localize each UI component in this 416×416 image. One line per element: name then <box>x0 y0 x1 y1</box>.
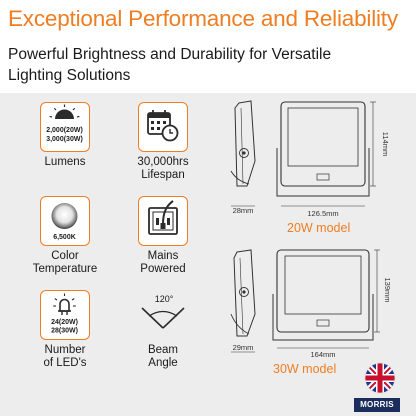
drawing-20w: 28mm 114mm 126.5mm <box>230 100 390 218</box>
dim-30w-width: 164mm <box>310 350 335 359</box>
lifespan-label-1: 30,000hrs <box>137 156 189 168</box>
dim-20w-width: 126.5mm <box>307 209 338 218</box>
color-temp-label-1: Color <box>51 250 79 262</box>
page-subtitle: Powerful Brightness and Durability for V… <box>8 46 332 84</box>
color-temp-label: Color Temperature <box>20 250 110 276</box>
power-label-1: Mains <box>147 250 179 262</box>
power-label-2: Powered <box>140 263 186 275</box>
dim-20w-depth: 28mm <box>233 206 254 215</box>
color-temp-label-2: Temperature <box>32 263 98 275</box>
lumens-label: Lumens <box>44 156 86 168</box>
lumens-line2: 3,000(30W) <box>46 136 83 143</box>
light-orb-icon: 6,500K <box>40 196 90 246</box>
beam-angle-value: 120° <box>155 294 174 304</box>
calendar-clock-icon <box>138 102 188 152</box>
beam-label-1: Beam <box>147 344 179 356</box>
color-temp-value: 6,500K <box>53 234 76 241</box>
brand-logo: MORRIS <box>354 398 400 412</box>
beam-label: Beam Angle <box>118 344 208 370</box>
leds-line2: 28(30W) <box>51 328 78 335</box>
beam-label-2: Angle <box>148 357 178 369</box>
beam-angle-icon: 120° <box>138 290 188 340</box>
model-30w-label: 30W model <box>273 362 337 376</box>
dim-30w-height: 139mm <box>383 277 392 302</box>
lamp-icon: 2,000(20W) 3,000(30W) <box>40 102 90 152</box>
dim-20w-height: 114mm <box>381 132 390 156</box>
lifespan-label: 30,000hrs Lifespan <box>118 156 208 182</box>
led-icon: 24(20W) 28(30W) <box>40 290 90 340</box>
power-socket-icon <box>138 196 188 246</box>
power-label: Mains Powered <box>118 250 208 276</box>
drawing-30w: 29mm 139mm 164mm <box>230 249 392 359</box>
lifespan-label-2: Lifespan <box>141 169 185 181</box>
leds-line1: 24(20W) <box>51 319 78 326</box>
page-title: Exceptional Performance and Reliability <box>8 6 398 31</box>
leds-label-1: Number <box>44 344 86 356</box>
lumens-line1: 2,000(20W) <box>46 127 83 134</box>
leds-label-2: of LED's <box>43 357 87 369</box>
model-20w-label: 20W model <box>287 221 351 235</box>
leds-label: Number of LED's <box>20 344 110 370</box>
uk-flag-icon <box>364 362 396 394</box>
dim-30w-depth: 29mm <box>233 343 254 352</box>
